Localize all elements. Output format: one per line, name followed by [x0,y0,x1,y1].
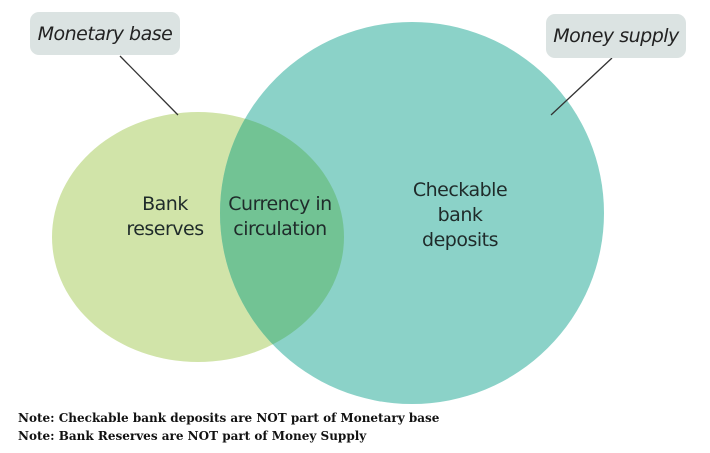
note-1: Note: Checkable bank deposits are NOT pa… [18,411,440,425]
monetary-base-callout: Monetary base [30,12,180,55]
label-line: deposits [422,229,498,251]
money-supply-callout: Money supply [546,14,686,58]
money-supply-pointer [550,57,613,116]
label-line: bank [437,204,483,226]
monetary-base-pointer [119,55,179,116]
checkable-deposits-label: Checkable bank deposits [395,178,525,253]
label-line: Bank [142,193,188,215]
currency-in-circulation-label: Currency in circulation [215,192,345,242]
label-line: circulation [233,218,327,240]
bank-reserves-label: Bank reserves [105,192,225,242]
label-line: Checkable [412,179,508,201]
label-line: Currency in [228,193,332,215]
label-line: reserves [126,218,204,240]
note-2: Note: Bank Reserves are NOT part of Mone… [18,429,367,443]
